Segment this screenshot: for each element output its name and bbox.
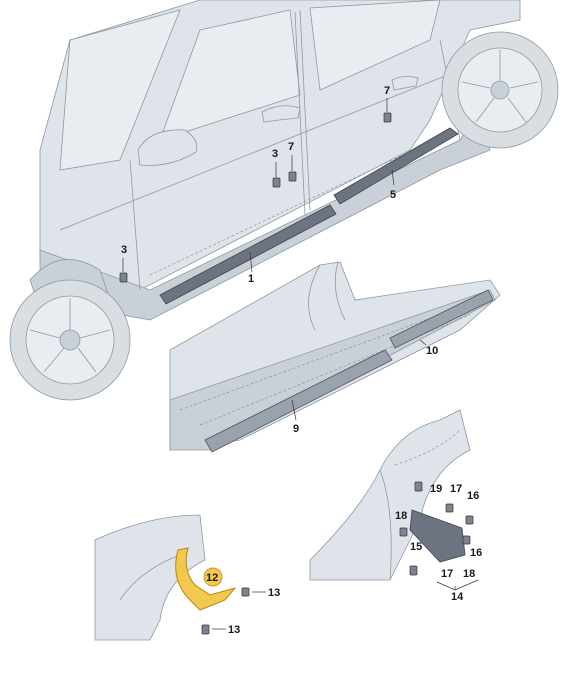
callout-10: 10	[426, 345, 438, 357]
callout-14: 14	[451, 591, 464, 603]
callout-7-rear: 7	[384, 85, 390, 97]
car-side-view	[9, 0, 559, 401]
bolt-door-rear	[288, 155, 297, 182]
callout-17-lower: 17	[441, 568, 453, 580]
callout-18-lower: 18	[463, 568, 475, 580]
callout-16-upper: 16	[467, 490, 479, 502]
callout-3-lower: 3	[121, 244, 127, 256]
callout-16-lower: 16	[470, 547, 482, 559]
bolt-door-front	[272, 162, 281, 188]
sill-view	[169, 261, 501, 453]
sill-trim-rear	[389, 289, 494, 349]
callout-7-upper: 7	[288, 141, 294, 153]
callout-12: 12	[206, 572, 218, 584]
callout-17-upper: 17	[450, 483, 462, 495]
bolt-front-fender	[119, 258, 128, 283]
front-arch-view	[94, 514, 250, 641]
callout-18-upper: 18	[395, 510, 407, 522]
callout-3-upper: 3	[272, 148, 278, 160]
callout-9: 9	[293, 423, 299, 435]
callout-5: 5	[390, 189, 396, 201]
callout-13-right: 13	[268, 587, 280, 599]
rear-arch-view	[309, 409, 474, 581]
lower-door-trim-front	[159, 204, 337, 305]
mud-flap-bracket	[409, 509, 466, 563]
lower-door-trim-rear	[333, 127, 459, 205]
front-wheel	[9, 279, 131, 401]
callout-19: 19	[430, 483, 442, 495]
callout-15: 15	[410, 541, 422, 553]
callout-13-bottom: 13	[228, 624, 240, 636]
highlighted-part-12	[175, 547, 237, 611]
callout-1: 1	[248, 273, 254, 285]
rear-wheel	[441, 31, 559, 149]
bolt-rear-quarter	[383, 98, 392, 123]
sill-trim-front	[204, 349, 393, 453]
